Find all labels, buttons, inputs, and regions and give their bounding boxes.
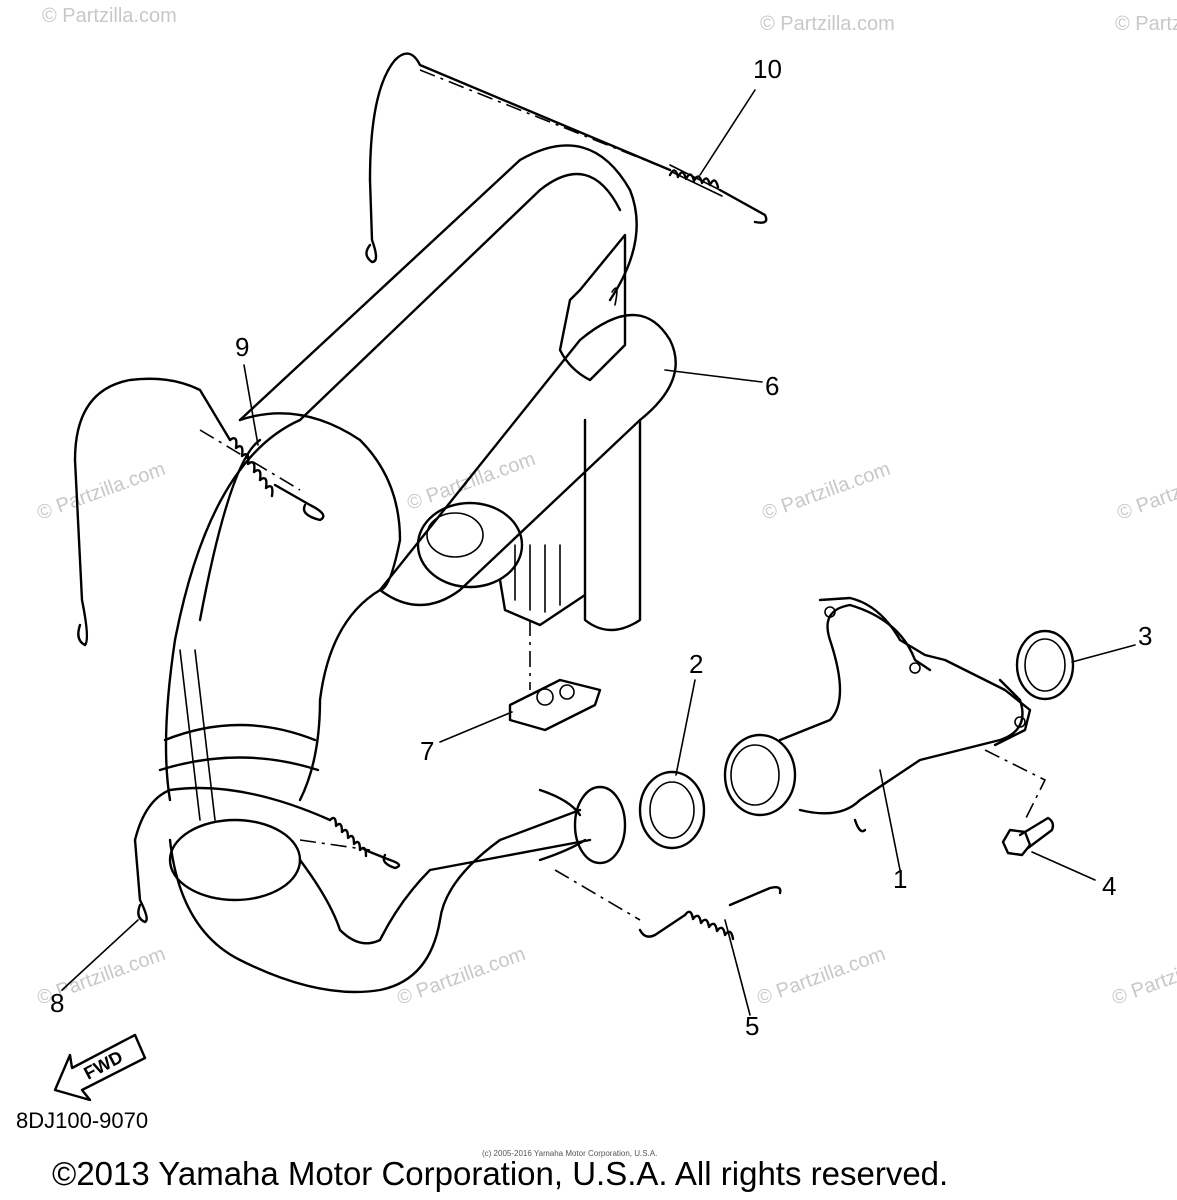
forward-arrow-icon: FWD [53,1033,147,1102]
watermark: © Partzilla.com [34,458,168,525]
callout-6[interactable]: 6 [765,371,779,401]
gasket-part-3[interactable] [1015,629,1075,701]
watermark: © Partzilla.com [1115,13,1177,35]
watermark: © Partzilla.com [42,5,177,27]
watermark-layer: © Partzilla.com © Partzilla.com © Partzi… [34,5,1177,1010]
callout-10[interactable]: 10 [753,54,782,84]
callout-1[interactable]: 1 [893,864,907,894]
spring-part-10[interactable] [365,52,768,264]
exhaust-pipe[interactable] [158,418,627,994]
muffler-part-6[interactable] [238,144,677,632]
spring-part-5[interactable] [638,885,782,941]
callout-2[interactable]: 2 [689,649,703,679]
watermark: © Partzilla.com [1109,943,1177,1010]
exhaust-flange-part-1[interactable] [723,596,1032,833]
assembly-lines [199,69,1047,921]
copyright-notice: ©2013 Yamaha Motor Corporation, U.S.A. A… [52,1155,949,1192]
callout-8[interactable]: 8 [50,988,64,1018]
small-copyright: (c) 2005-2016 Yamaha Motor Corporation, … [482,1149,658,1158]
callout-7[interactable]: 7 [420,736,434,766]
watermark: © Partzilla.com [404,448,538,515]
watermark: © Partzilla.com [760,13,895,35]
damper-part-7[interactable] [508,678,602,732]
spring-part-8[interactable] [133,786,401,924]
leader-lines [61,89,1136,1016]
watermark: © Partzilla.com [1114,458,1177,525]
callout-5[interactable]: 5 [745,1011,759,1041]
watermark: © Partzilla.com [759,458,893,525]
spring-part-9[interactable] [73,377,325,647]
bolt-part-4[interactable] [1001,816,1055,857]
callouts: 10 6 9 3 2 7 1 4 5 8 [50,54,1152,1041]
watermark: © Partzilla.com [754,943,888,1010]
callout-9[interactable]: 9 [235,332,249,362]
gasket-part-2[interactable] [638,770,706,850]
callout-4[interactable]: 4 [1102,871,1116,901]
diagram-code: 8DJ100-9070 [16,1108,149,1133]
callout-3[interactable]: 3 [1138,621,1152,651]
watermark: © Partzilla.com [394,943,528,1010]
